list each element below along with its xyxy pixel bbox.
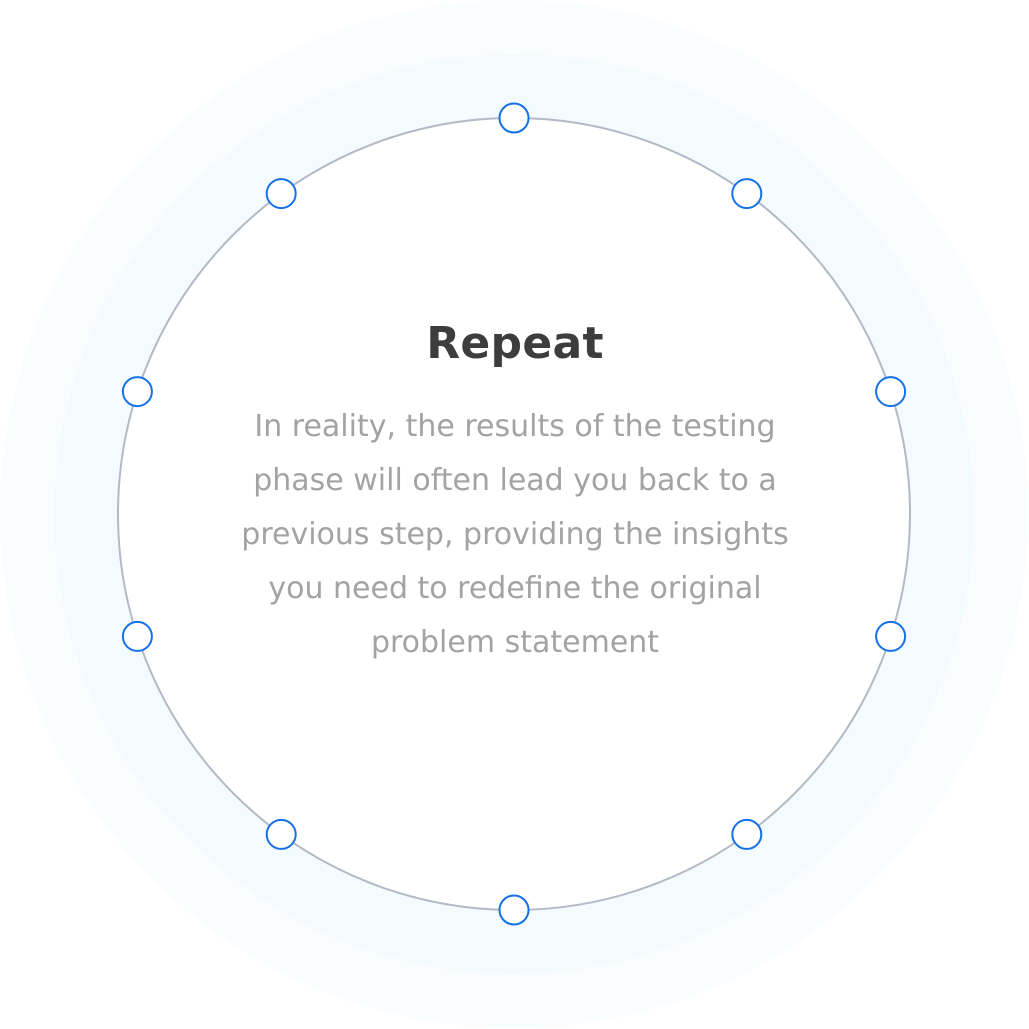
ring-node-7	[265, 818, 297, 850]
step-description: In reality, the results of the testing p…	[241, 409, 789, 660]
step-title: Repeat	[426, 318, 604, 369]
ring-node-10	[265, 178, 297, 210]
ring-node-1	[498, 102, 530, 134]
ring-node-6	[498, 894, 530, 926]
ring-node-9	[121, 376, 153, 408]
ring-node-8	[121, 620, 153, 652]
ring-nodes	[121, 102, 907, 926]
step-content: Repeat In reality, the results of the te…	[200, 316, 830, 670]
ring-node-5	[731, 818, 763, 850]
ring-node-3	[875, 376, 907, 408]
ring-node-4	[875, 620, 907, 652]
ring-node-2	[731, 178, 763, 210]
